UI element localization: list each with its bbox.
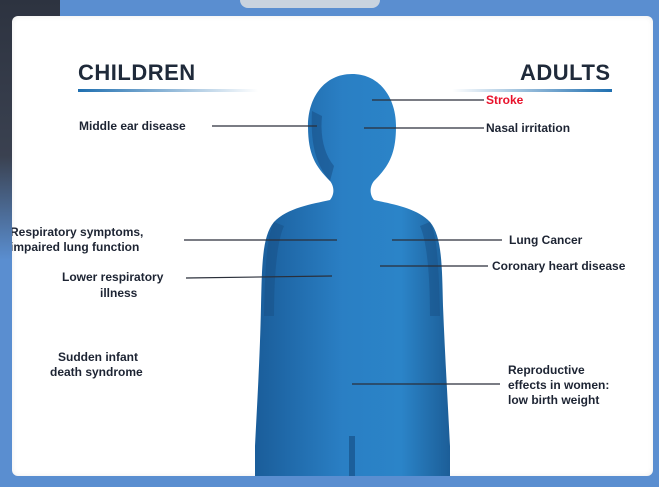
label-lung-cancer: Lung Cancer	[509, 233, 582, 248]
top-tab	[240, 0, 380, 8]
line-lower-respiratory	[186, 276, 332, 278]
label-lower-respiratory: Lower respiratory	[62, 270, 163, 285]
label-impaired-lung-function: impaired lung function	[12, 240, 139, 255]
label-death-syndrome: death syndrome	[50, 365, 143, 380]
label-effects-in-women: effects in women:	[508, 378, 609, 393]
diagram-card: CHILDREN ADULTS Middle ear disease Respi…	[12, 16, 653, 476]
label-respiratory-symptoms: Respiratory symptoms,	[12, 225, 143, 240]
label-low-birth-weight: low birth weight	[508, 393, 599, 408]
label-illness: illness	[100, 286, 137, 301]
label-reproductive: Reproductive	[508, 363, 585, 378]
label-coronary-heart-disease: Coronary heart disease	[492, 259, 625, 274]
label-sudden-infant: Sudden infant	[58, 350, 138, 365]
label-nasal-irritation: Nasal irritation	[486, 121, 570, 136]
label-stroke: Stroke	[486, 93, 523, 108]
label-middle-ear-disease: Middle ear disease	[79, 119, 186, 134]
